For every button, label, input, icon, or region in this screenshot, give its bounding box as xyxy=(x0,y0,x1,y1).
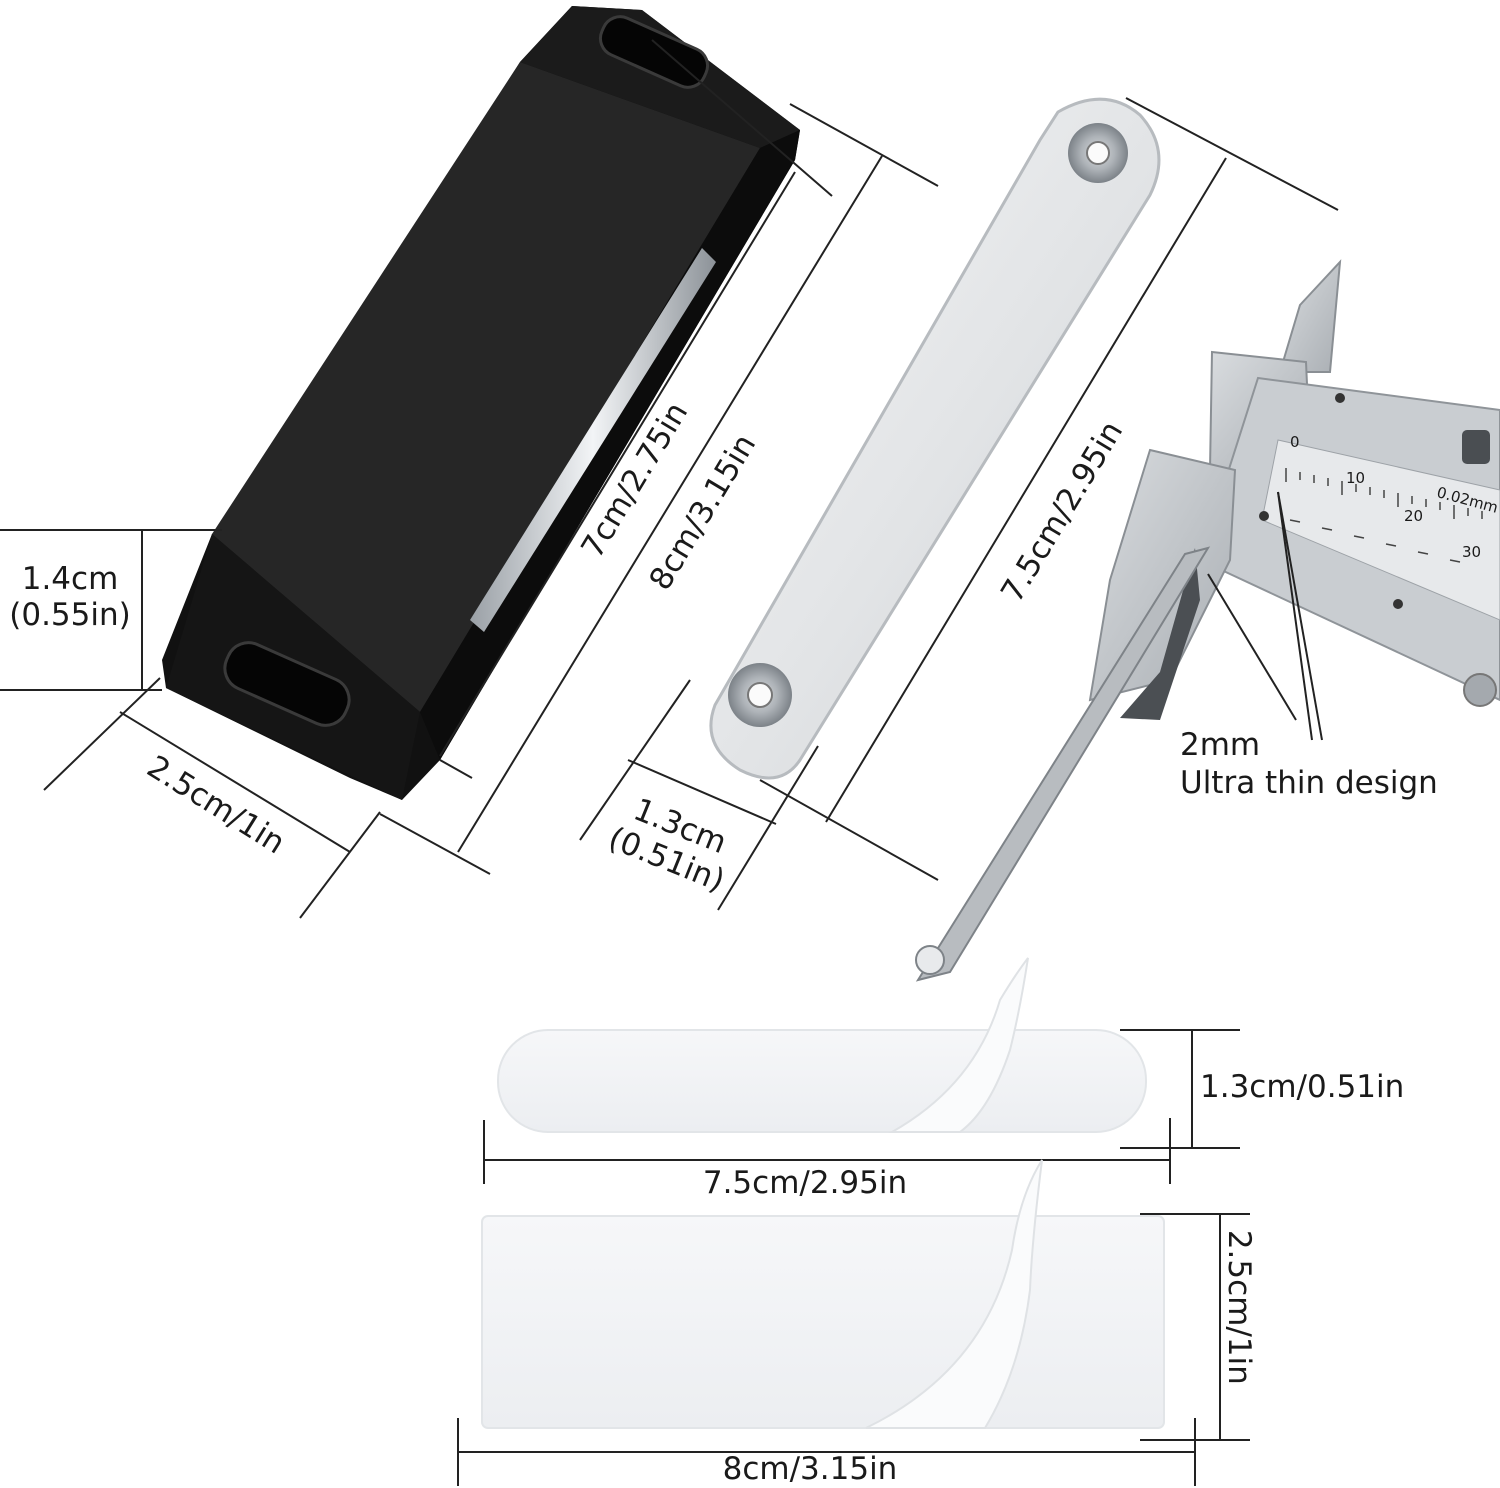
catch-mounting-hole-bottom xyxy=(223,641,351,727)
adhesive-pad-large xyxy=(481,1159,1165,1429)
caliper-illustration xyxy=(915,259,1500,982)
thickness-pointer-lines xyxy=(1207,491,1323,741)
caliper-scale-0: 0 xyxy=(1290,433,1300,451)
pad-small-height-label: 1.3cm/0.51in xyxy=(1200,1069,1405,1105)
catch-mounting-hole-top xyxy=(598,15,710,89)
thickness-caption-label: Ultra thin design xyxy=(1180,765,1438,801)
adhesive-pad-small xyxy=(497,957,1147,1133)
caliper-scale-20: 20 xyxy=(1404,507,1424,525)
pad-large-dimension-lines xyxy=(457,1213,1250,1486)
pad-large-height-label: 2.5cm/1in xyxy=(1220,1229,1257,1385)
caliper-scale-10: 10 xyxy=(1346,469,1366,487)
caliper-scale-30: 30 xyxy=(1462,543,1482,561)
catch-height-cm: 1.4cm xyxy=(21,561,119,597)
plate-dimension-lines xyxy=(579,97,1339,911)
catch-dimension-lines xyxy=(0,39,939,919)
pad-small-length-label: 7.5cm/2.95in xyxy=(702,1165,908,1201)
pad-small-dimension-lines xyxy=(483,1029,1240,1184)
catch-magnet-strip xyxy=(470,248,716,632)
thickness-value-label: 2mm xyxy=(1180,727,1261,763)
strike-plate xyxy=(709,97,1161,780)
pad-large-length-label: 8cm/3.15in xyxy=(722,1451,898,1487)
catch-height-label: 1.4cm (0.55in) xyxy=(8,561,132,633)
catch-height-in: (0.55in) xyxy=(9,596,131,633)
